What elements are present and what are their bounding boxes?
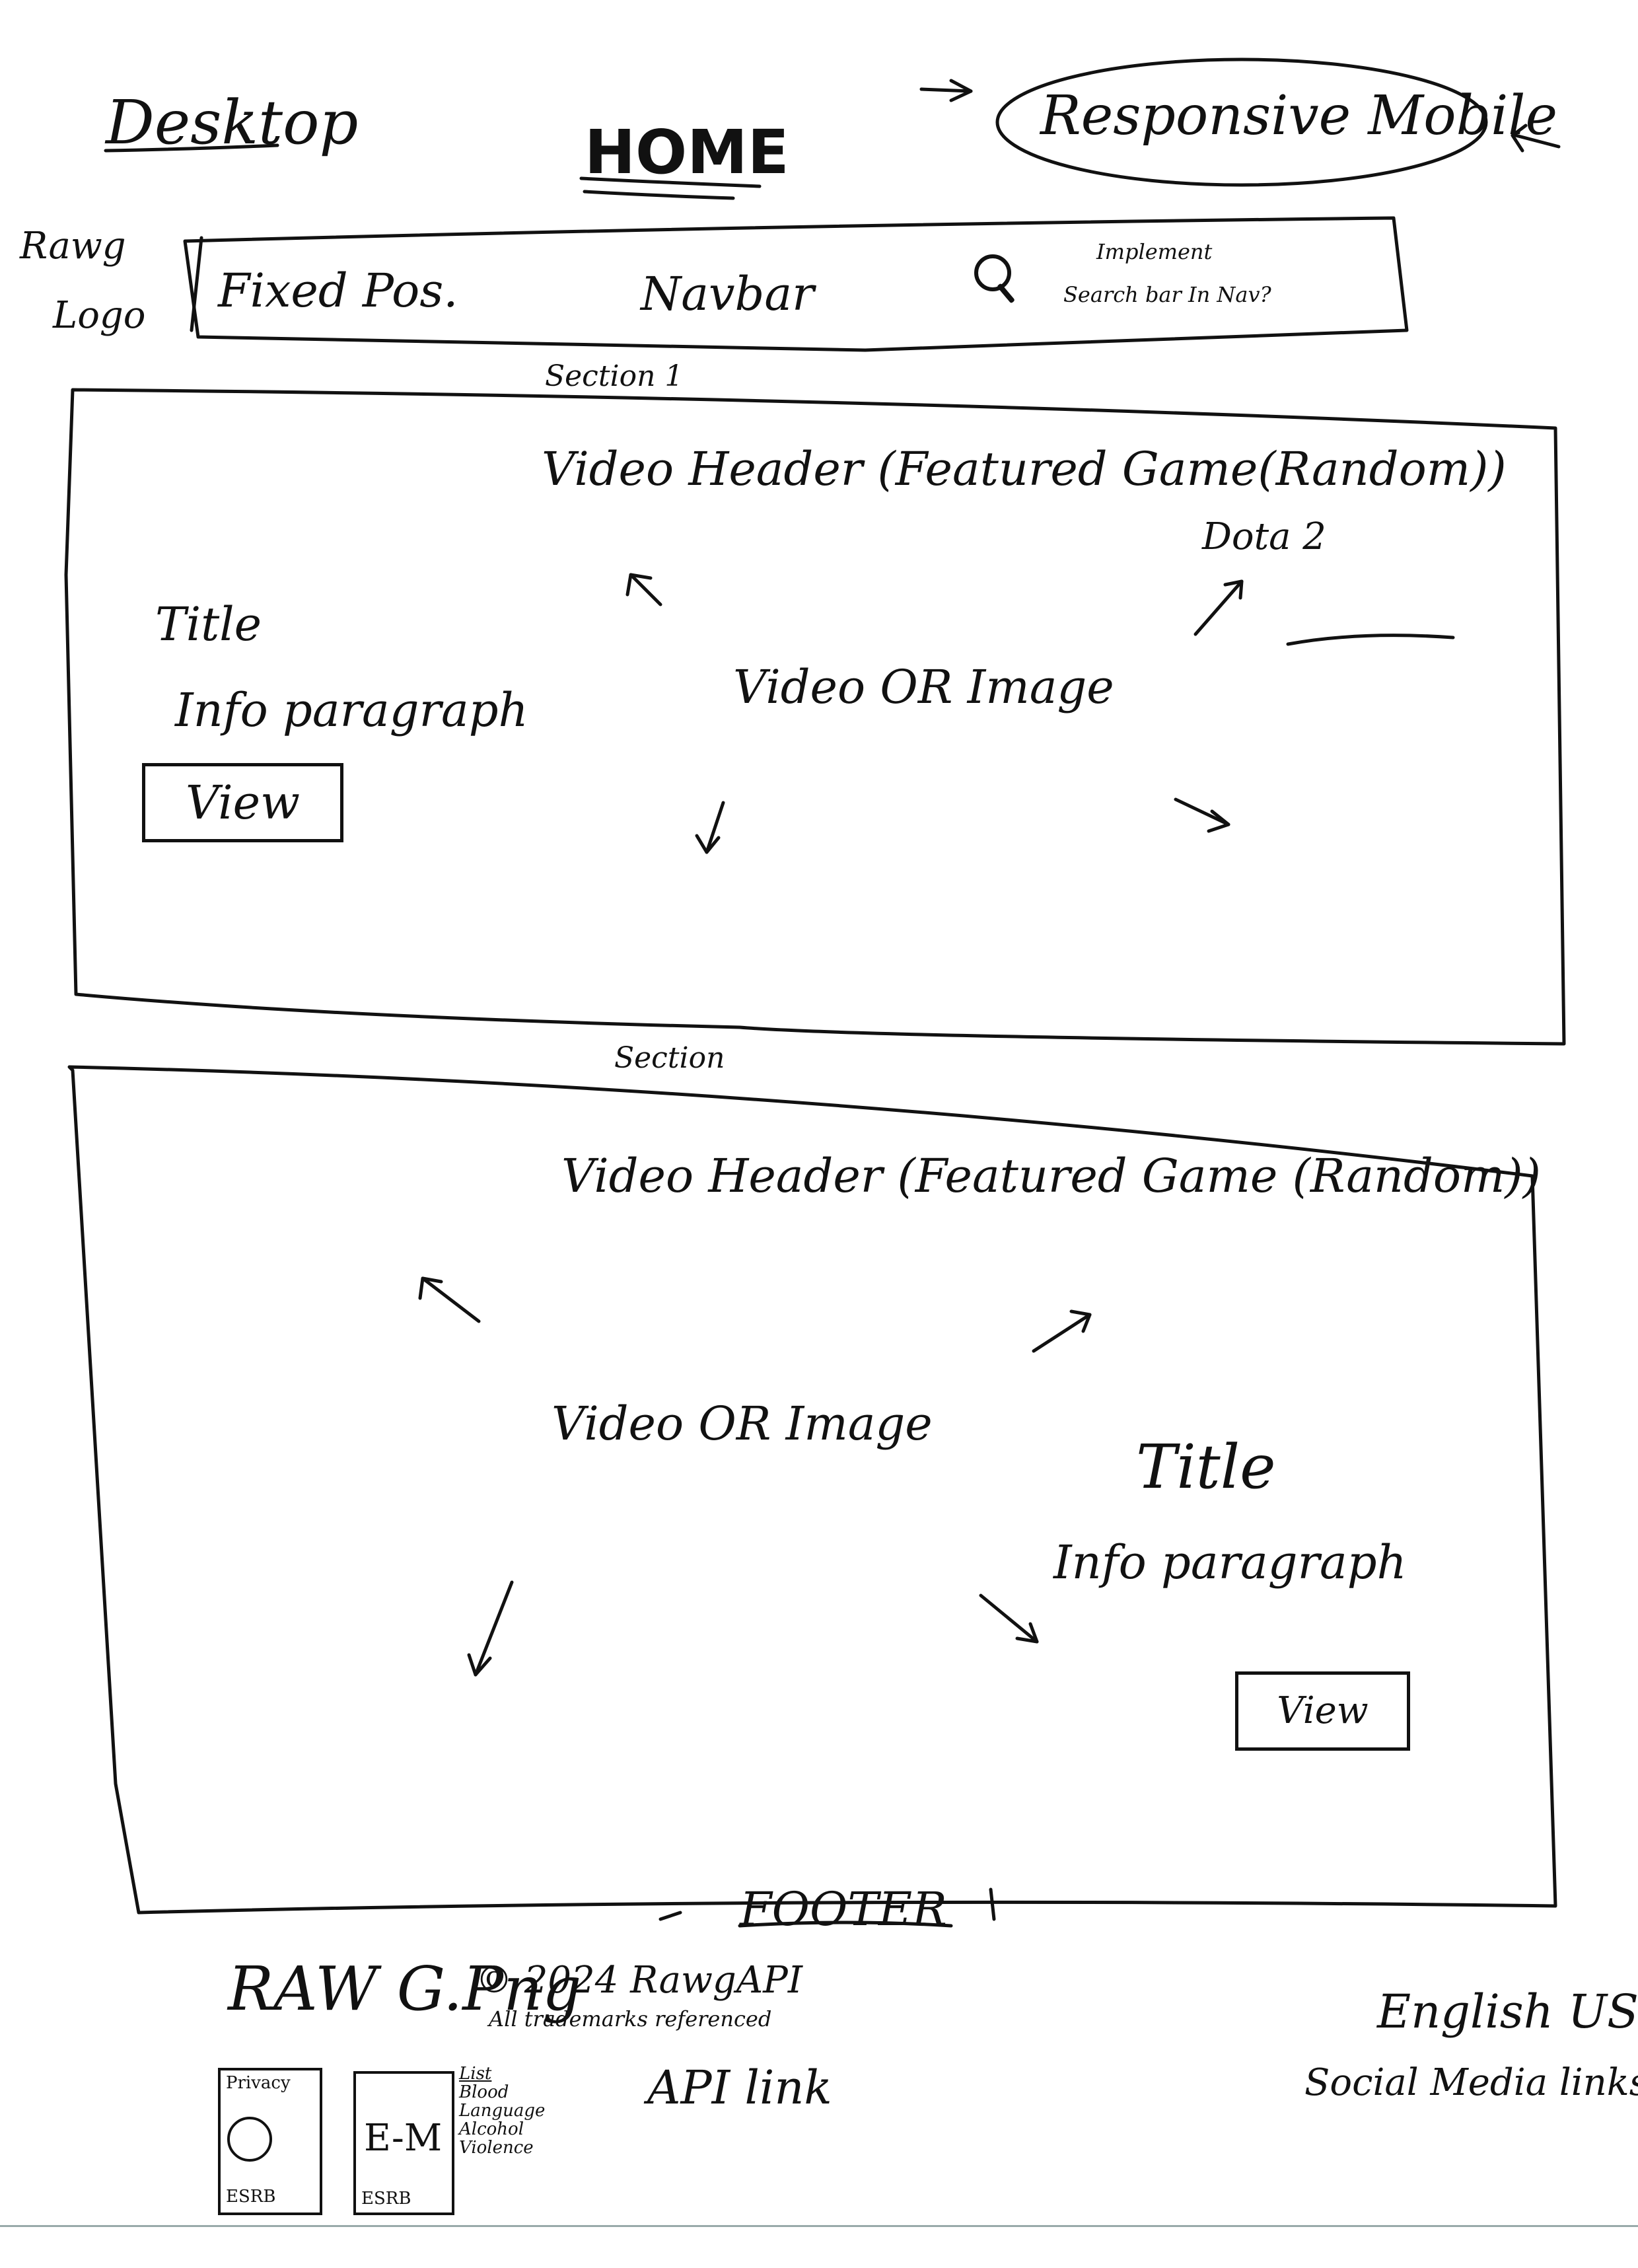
navbar-logo-divider xyxy=(190,236,203,332)
esrb-badge1-bottom: ESRB xyxy=(226,2187,276,2207)
section1-info-paragraph: Info paragraph xyxy=(175,683,528,737)
search-icon[interactable] xyxy=(974,254,1011,291)
s1-arrow-bottom-left-head xyxy=(695,834,721,854)
desktop-underline xyxy=(104,143,279,153)
s2-arrow-bottom-left xyxy=(474,1580,514,1677)
section1-view-button[interactable]: View xyxy=(142,763,343,842)
footer-api-link[interactable]: API link xyxy=(647,2061,832,2115)
section2-video-header: Video Header (Featured Game (Random)) xyxy=(561,1149,1541,1203)
home-underline xyxy=(579,176,762,188)
responsive-oval xyxy=(995,57,1488,187)
footer-social-links[interactable]: Social Media links xyxy=(1304,2061,1638,2104)
desktop-label: Desktop xyxy=(106,87,359,158)
section2-info-paragraph: Info paragraph xyxy=(1053,1535,1407,1590)
section1-label: Section 1 xyxy=(545,359,684,393)
s1-stray-stroke xyxy=(1286,634,1455,646)
section1-title: Title xyxy=(155,597,262,651)
navbar-border xyxy=(183,216,1409,352)
s2-arrow-bottom-right-head xyxy=(1015,1622,1039,1644)
navbar-label: Navbar xyxy=(641,267,814,321)
esrb-badge2-rating: E-M xyxy=(364,2117,443,2160)
section1-view-label: View xyxy=(185,776,301,830)
s2-arrow-top-left xyxy=(421,1276,481,1323)
esrb-descriptor: Language xyxy=(459,2101,546,2121)
home-underline-2 xyxy=(583,190,735,200)
section2-title: Title xyxy=(1136,1432,1276,1502)
section2-view-button[interactable]: View xyxy=(1235,1671,1410,1751)
footer-label: FOOTER xyxy=(740,1882,947,1936)
footer-brand: RAW G.Png xyxy=(228,1954,582,2024)
esrb-descriptor-list: List Blood Language Alcohol Violence xyxy=(459,2065,545,2157)
s2-arrow-bottom-right xyxy=(979,1593,1039,1644)
search-note-line1: Implement xyxy=(1096,239,1213,264)
section1-media-placeholder: Video OR Image xyxy=(733,660,1114,714)
esrb-badge1-circle-icon xyxy=(227,2117,272,2162)
footer-tick-2 xyxy=(659,1911,682,1921)
footer-rights: All trademarks referenced xyxy=(489,2006,772,2031)
esrb-descriptor: List xyxy=(459,2064,492,2084)
esrb-descriptor: Violence xyxy=(459,2138,534,2158)
s1-arrow-top-left xyxy=(629,573,662,606)
footer-language[interactable]: English US xyxy=(1377,1985,1638,2039)
s2-arrow-top-right-head xyxy=(1069,1309,1092,1333)
arrow-left-of-oval xyxy=(919,87,973,93)
s1-arrow-top-right-head xyxy=(1223,579,1244,600)
section1-video-header: Video Header (Featured Game(Random)) xyxy=(542,442,1507,496)
rawg-logo-line2: Logo xyxy=(53,294,146,337)
s2-arrow-top-right xyxy=(1032,1313,1092,1353)
scan-edge-line xyxy=(0,2225,1638,2227)
s1-arrow-bottom-right-head xyxy=(1207,809,1230,833)
esrb-badge-rating: E-M ESRB xyxy=(353,2071,454,2215)
page-title: HOME xyxy=(585,117,789,188)
s2-arrow-top-left-head xyxy=(418,1276,443,1300)
responsive-mobile-label: Responsive Mobile xyxy=(1040,85,1558,147)
esrb-descriptor: Alcohol xyxy=(459,2119,524,2139)
s1-arrow-top-left-head xyxy=(625,573,653,597)
s2-arrow-bottom-left-head xyxy=(467,1653,492,1677)
rawg-logo-line1: Rawg xyxy=(20,225,126,268)
footer-copyright: © 2024 RawgAPI xyxy=(476,1959,802,2002)
arrow-right-head xyxy=(1511,124,1528,153)
section2-view-label: View xyxy=(1277,1689,1369,1732)
section1-border xyxy=(64,388,1566,1046)
arrow-left-head xyxy=(949,79,973,102)
s1-arrow-top-right xyxy=(1193,579,1244,636)
esrb-descriptor: Blood xyxy=(459,2082,509,2102)
arrow-right-of-oval xyxy=(1514,133,1561,149)
footer-tick xyxy=(989,1887,996,1921)
esrb-badge-privacy: Privacy ESRB xyxy=(218,2068,322,2215)
footer-underline xyxy=(738,1920,953,1928)
esrb-badge2-bottom: ESRB xyxy=(361,2189,411,2209)
s1-arrow-bottom-right xyxy=(1174,797,1230,826)
section2-border xyxy=(67,1065,1557,1915)
section2-media-placeholder: Video OR Image xyxy=(552,1397,933,1451)
s1-arrow-bottom-left xyxy=(705,801,725,854)
section1-example-game: Dota 2 xyxy=(1202,515,1326,558)
fixed-position-label: Fixed Pos. xyxy=(218,264,458,318)
search-note-line2: Search bar In Nav? xyxy=(1063,282,1271,307)
esrb-badge1-top: Privacy xyxy=(226,2073,291,2093)
section2-label: Section xyxy=(614,1041,725,1075)
